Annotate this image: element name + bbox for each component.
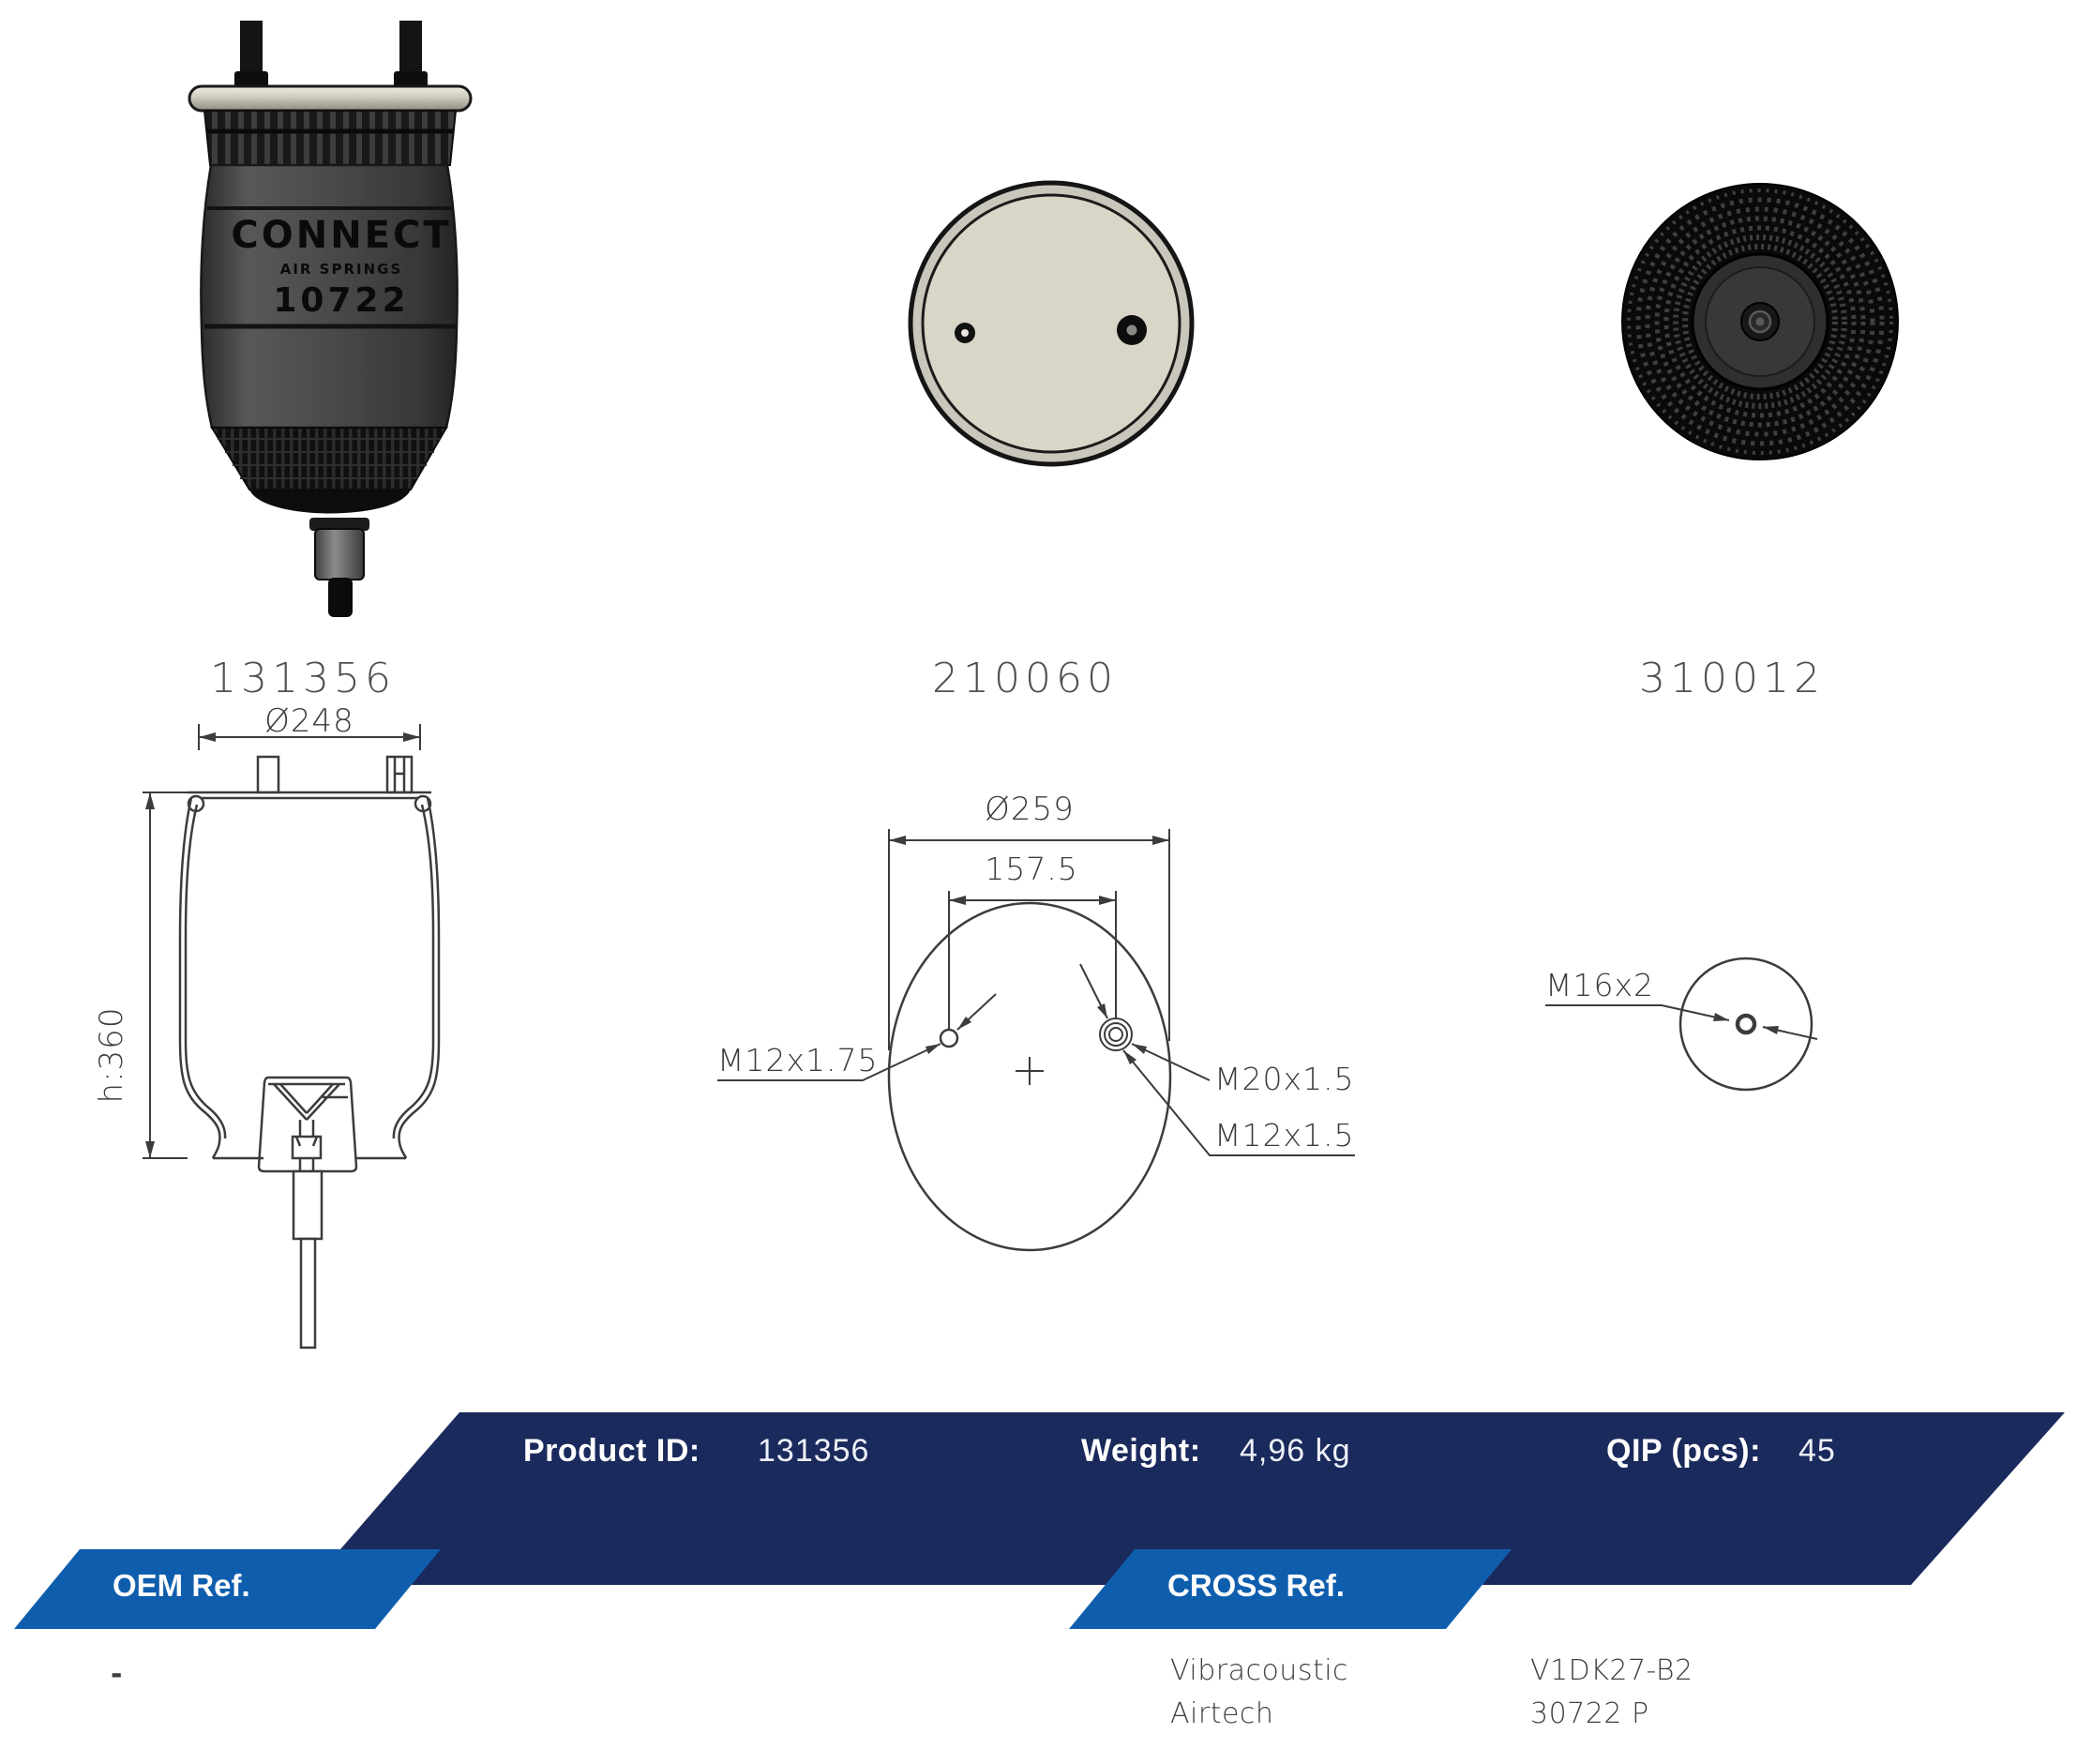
air-spring-bottom-view-photo bbox=[1621, 183, 1899, 460]
brand-name-embossed: CONNECT bbox=[231, 214, 451, 257]
bottom-thread-text: M16x2 bbox=[1545, 967, 1654, 1003]
rubber-bellow-body: CONNECT AIR SPRINGS 10722 bbox=[200, 163, 459, 430]
air-spring-photo: CONNECT AIR SPRINGS 10722 bbox=[188, 21, 473, 617]
cross-ref-number: V1DK27-B2 bbox=[1530, 1654, 1693, 1687]
stud-thread-text: M12x1.75 bbox=[717, 1042, 878, 1078]
stud-thread-leader bbox=[717, 993, 997, 1081]
center-inner-thread-leader bbox=[1122, 1049, 1355, 1156]
bottom-cone-rib-texture bbox=[1627, 188, 1893, 455]
bottom-center-bolt bbox=[1740, 302, 1780, 341]
side-view-outline bbox=[178, 755, 441, 1349]
weight-value: 4,96 kg bbox=[1240, 1433, 1351, 1469]
center-hole-m20 bbox=[1099, 1018, 1133, 1051]
qip-value: 45 bbox=[1799, 1433, 1836, 1469]
diameter-dimension-line bbox=[198, 724, 421, 750]
top-plate-face bbox=[921, 193, 1181, 454]
air-spring-top-view-photo bbox=[908, 180, 1195, 467]
brand-sub-embossed: AIR SPRINGS bbox=[280, 261, 403, 278]
bottom-plug-and-rod bbox=[309, 518, 369, 617]
part-number-bottom-plate: 310012 bbox=[1639, 655, 1825, 702]
diameter-dim-text: Ø248 bbox=[264, 702, 354, 740]
oem-ref-banner: OEM Ref. bbox=[14, 1549, 441, 1629]
mounting-studs bbox=[234, 21, 428, 88]
plate-diameter-dimension bbox=[888, 829, 1170, 1050]
height-dim-text: h:360 bbox=[93, 1007, 130, 1104]
cross-ref-banner: CROSS Ref. bbox=[1069, 1549, 1512, 1629]
cross-ref-number: 30722 P bbox=[1530, 1697, 1649, 1730]
bolt-spacing-text: 157.5 bbox=[985, 851, 1077, 887]
brand-number-embossed: 10722 bbox=[273, 281, 409, 320]
lower-crimp-cone bbox=[210, 427, 448, 514]
center-outer-thread-text: M20x1.5 bbox=[1214, 1061, 1354, 1097]
top-flange-plate bbox=[188, 84, 473, 113]
upper-crimp-ring bbox=[203, 110, 458, 166]
part-number-main: 131356 bbox=[210, 655, 396, 702]
bolt-spacing-dimension bbox=[948, 891, 1117, 1030]
cross-ref-brand: Vibracoustic bbox=[1170, 1654, 1349, 1687]
cross-ref-title: CROSS Ref. bbox=[1167, 1568, 1345, 1603]
stud-hole-m12 bbox=[939, 1028, 959, 1048]
top-plate-drawing: Ø259 157.5 M12x1.75 M20x1.5 bbox=[717, 791, 1355, 1252]
plate-diameter-text: Ø259 bbox=[985, 791, 1075, 828]
stud-hole-small bbox=[955, 323, 975, 343]
oem-ref-title: OEM Ref. bbox=[113, 1568, 250, 1603]
qip-label: QIP (pcs): bbox=[1606, 1433, 1761, 1469]
product-id-value: 131356 bbox=[758, 1433, 870, 1469]
oem-ref-value: - bbox=[111, 1658, 123, 1691]
side-view-drawing: Ø248 h:360 bbox=[93, 702, 441, 1349]
plate-outline bbox=[887, 901, 1172, 1252]
center-hole-m16 bbox=[1735, 1013, 1757, 1035]
stud-hole-large bbox=[1117, 315, 1147, 345]
cross-ref-brand: Airtech bbox=[1170, 1697, 1274, 1730]
bottom-plate-outline bbox=[1678, 957, 1814, 1092]
weight-label: Weight: bbox=[1081, 1433, 1201, 1469]
bottom-plate-drawing: M16x2 bbox=[1545, 957, 1818, 1092]
center-inner-thread-text: M12x1.5 bbox=[1214, 1117, 1354, 1153]
center-cross-mark bbox=[1016, 1057, 1044, 1085]
product-id-label: Product ID: bbox=[523, 1433, 700, 1469]
center-outer-thread-leader bbox=[1079, 963, 1211, 1081]
part-number-top-plate: 210060 bbox=[932, 655, 1118, 702]
bottom-thread-leader bbox=[1545, 1004, 1818, 1040]
height-dimension-line bbox=[143, 792, 191, 1159]
